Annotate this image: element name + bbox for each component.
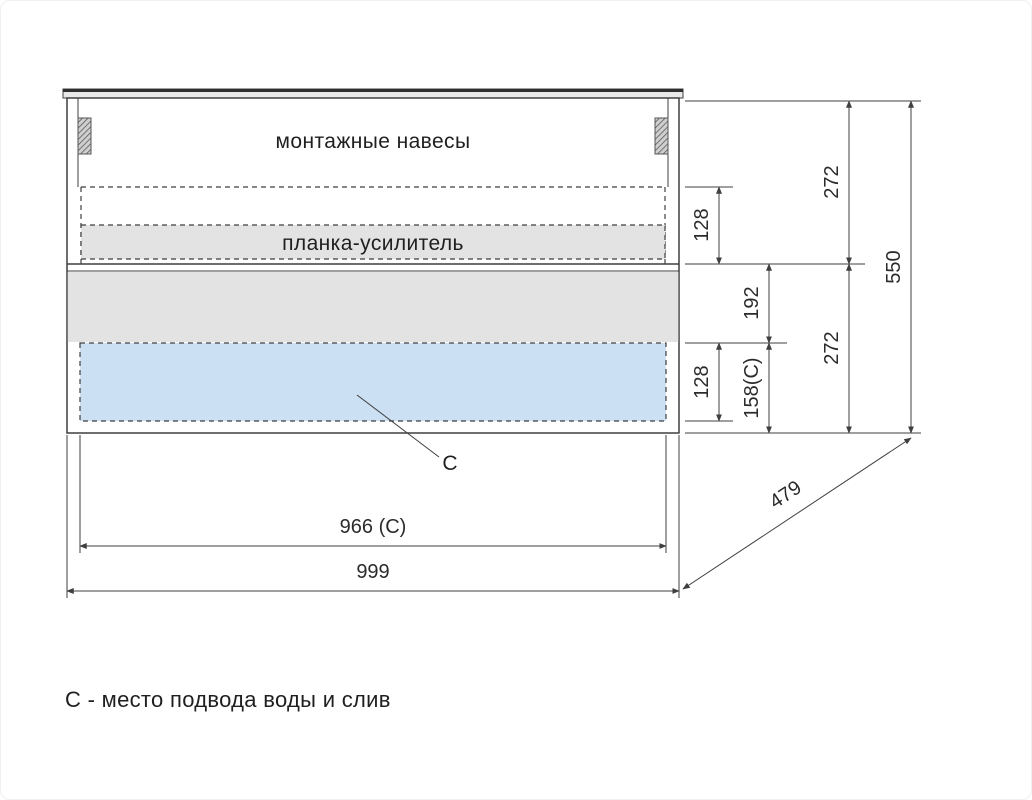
lower-drawer-gray-panel [67, 272, 679, 342]
reinforcement-plank-label: планка-усилитель [282, 232, 464, 255]
hanger-bracket-left [77, 117, 92, 155]
dim-999-label: 999 [356, 561, 389, 583]
dim-128-bottom-label: 128 [691, 365, 713, 398]
dim-966-label: 966 (C) [340, 516, 407, 538]
mounting-hangers-label: монтажные навесы [276, 130, 471, 153]
sink-zone [79, 342, 667, 422]
dim-479-line [682, 437, 912, 590]
c-leader-line [356, 394, 440, 458]
dim-128-top-label: 128 [691, 208, 713, 241]
hanger-bracket-right [654, 117, 669, 155]
dim-479-label: 479 [766, 477, 806, 514]
dim-550-label: 550 [883, 250, 905, 283]
dim-272-top-label: 272 [821, 165, 843, 198]
c-marker-label: C [442, 452, 457, 475]
dim-158c-label: 158(C) [741, 357, 763, 418]
dim-272-bottom-label: 272 [821, 331, 843, 364]
dim-192-label: 192 [741, 286, 763, 319]
footnote-text: С - место подвода воды и слив [65, 687, 391, 712]
reinforcement-plank [80, 224, 666, 260]
